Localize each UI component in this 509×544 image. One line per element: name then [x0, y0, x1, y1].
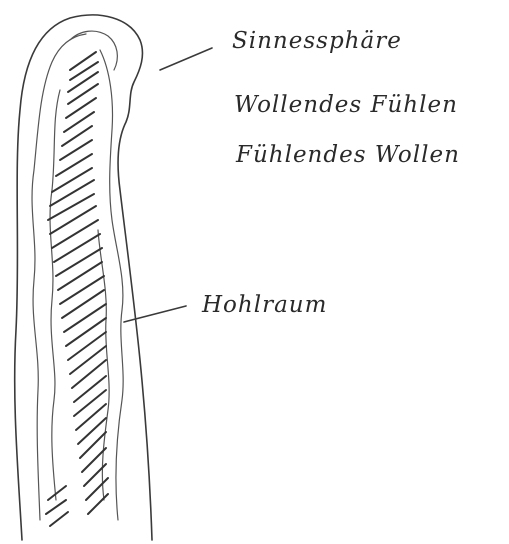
label-willing-feeling: Wollendes Fühlen: [234, 92, 458, 118]
leader-cavity: [124, 306, 186, 322]
label-sense-sphere: Sinnessphäre: [232, 28, 402, 54]
label-feeling-willing: Fühlendes Wollen: [235, 142, 460, 168]
label-cavity: Hohlraum: [201, 292, 327, 318]
leader-sense-sphere: [160, 48, 212, 70]
inner-contour-left-2: [50, 90, 60, 500]
